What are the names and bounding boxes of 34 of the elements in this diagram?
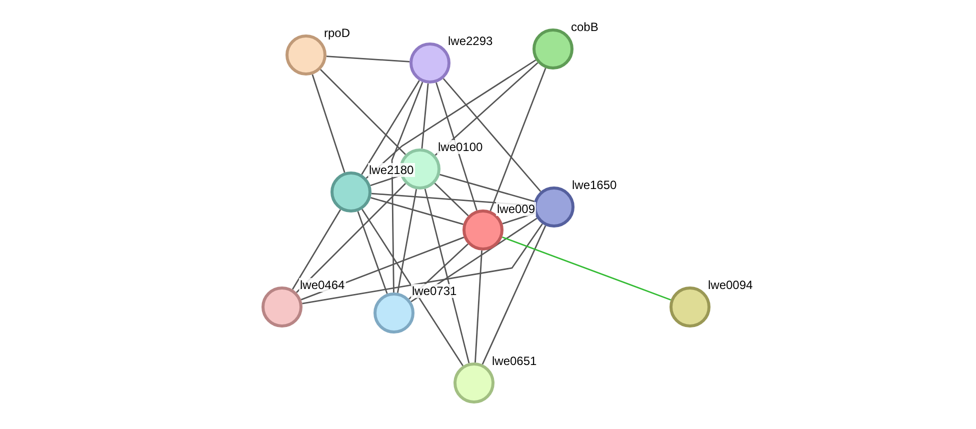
- interaction-line: [292, 209, 342, 290]
- protein-label: lwe0094: [707, 278, 754, 292]
- interaction-line: [302, 223, 543, 304]
- interaction-line: [482, 225, 546, 365]
- protein-label: rpoD: [323, 26, 352, 40]
- interaction-line: [391, 82, 424, 292]
- interaction-line: [370, 197, 464, 225]
- interaction-line: [490, 68, 546, 212]
- interaction-line: [442, 78, 542, 192]
- protein-label: lwe0100: [437, 140, 484, 154]
- interaction-line: [474, 250, 482, 363]
- interaction-line: [421, 83, 429, 149]
- interaction-line: [440, 174, 534, 202]
- interaction-line: [436, 82, 478, 211]
- protein-label: lwe0731: [411, 284, 458, 298]
- protein-label: cobB: [570, 20, 600, 34]
- interaction-line: [434, 182, 469, 216]
- interaction-line: [366, 60, 536, 179]
- protein-label: lwe2293: [447, 34, 494, 48]
- interaction-line: [357, 211, 388, 294]
- interaction-line: [424, 188, 470, 364]
- protein-label: lwe2180: [368, 163, 415, 177]
- protein-label: lwe0651: [491, 354, 538, 368]
- interaction-line: [361, 80, 420, 175]
- interaction-line: [312, 74, 346, 173]
- interaction-line: [362, 208, 464, 366]
- interaction-line: [502, 236, 672, 301]
- interaction-line: [296, 183, 406, 293]
- protein-label: lwe009: [496, 202, 536, 216]
- interaction-line: [396, 189, 418, 293]
- protein-label: lwe1650: [571, 178, 618, 192]
- interaction-line: [320, 69, 406, 155]
- protein-label: lwe0464: [299, 278, 346, 292]
- interaction-line: [326, 56, 410, 62]
